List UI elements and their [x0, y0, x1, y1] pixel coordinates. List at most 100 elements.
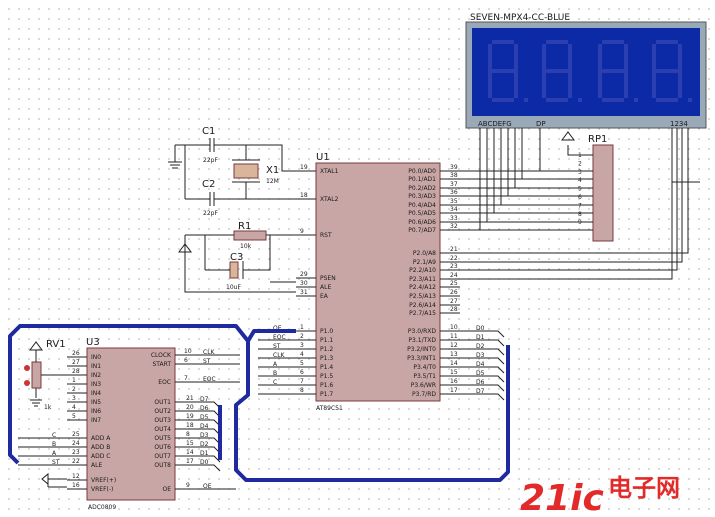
- u3-output-wire: [175, 428, 221, 436]
- u3-net-label: D3: [200, 432, 209, 439]
- rv1-potentiometer[interactable]: RV1 1k: [24, 339, 67, 411]
- segment: [652, 71, 656, 98]
- segment: [602, 40, 624, 44]
- u3-net-label: A: [52, 450, 57, 457]
- u1-pin-number: 11: [450, 333, 458, 340]
- u3-output-wire: [175, 446, 221, 454]
- u3-pin-number: 25: [72, 431, 80, 438]
- rp1-ref: RP1: [588, 134, 607, 145]
- u1-pin-name: P3.4/T0: [413, 364, 436, 371]
- u1-pin-name: P3.0/RXD: [408, 328, 436, 335]
- segment: [624, 44, 628, 71]
- u1-pin-name: P2.2/A10: [409, 267, 436, 274]
- digit-1: [488, 40, 528, 102]
- u3-pin-name: OUT1: [154, 399, 171, 406]
- seven-segment-display[interactable]: SEVEN-MPX4-CC-BLUE ABCDEFG DP 1234: [465, 13, 707, 129]
- u1-pin-number: 8: [300, 387, 304, 394]
- u1-pin-number: 7: [300, 378, 304, 385]
- u1-pin-name: P0.4/AD4: [408, 202, 436, 209]
- watermark-brand: 21ic: [520, 478, 604, 517]
- digit-2: [542, 40, 582, 102]
- u1-pin-name: P1.7: [320, 391, 333, 398]
- u1-pin-number: 5: [300, 360, 304, 367]
- u1-pin-number: 4: [300, 351, 304, 358]
- rp1-pin-number: 6: [578, 194, 582, 201]
- u3-pin-number: 26: [72, 350, 80, 357]
- decimal-point: [688, 98, 692, 102]
- u3-output-wire: [175, 437, 221, 445]
- decimal-point: [578, 98, 582, 102]
- rv1-value: 1k: [44, 404, 52, 411]
- u3-net-label: D0: [200, 459, 209, 466]
- u3-net-label: OE: [203, 483, 212, 490]
- u3-pin-number: 21: [186, 395, 194, 402]
- p3-net-label: D5: [476, 370, 485, 377]
- segment: [678, 44, 682, 71]
- u1-microcontroller[interactable]: U1 AT89C51 19XTAL118XTAL29RST29PSEN30ALE…: [258, 152, 505, 412]
- segment: [492, 98, 514, 102]
- p1-net-label: EOC: [273, 334, 286, 341]
- u1-pin-number: 1: [300, 324, 304, 331]
- u3-pin-number: 3: [72, 395, 76, 402]
- u1-pin-number: 29: [300, 271, 308, 278]
- u1-pin-name: P1.2: [320, 346, 333, 353]
- u1-pin-number: 12: [450, 342, 458, 349]
- u3-net-label: B: [52, 441, 56, 448]
- u1-pin-name: P0.3/AD3: [408, 193, 436, 200]
- u3-pin-number: 24: [72, 440, 80, 447]
- u1-pin-name: P3.5/T1: [413, 373, 436, 380]
- c1-ref: C1: [202, 126, 215, 137]
- u3-pin-number: 20: [186, 404, 194, 411]
- u1-pin-number: 15: [450, 369, 458, 376]
- rp1-pin-number: 7: [578, 202, 582, 209]
- reset-circuit[interactable]: R1 10k C3 10uF: [178, 221, 296, 293]
- digit-3: [598, 40, 638, 102]
- display-dp-pin: DP: [536, 120, 546, 128]
- segment: [652, 44, 656, 71]
- u3-adc[interactable]: U3 ADC0809 26IN027IN128IN21IN32IN43IN54I…: [18, 337, 240, 511]
- u3-pin-name: ALE: [91, 462, 102, 469]
- u3-pin-name: ADD B: [91, 444, 110, 451]
- c3-ref: C3: [230, 252, 243, 263]
- u1-pin-name: P1.6: [320, 382, 333, 389]
- u3-pin-name: IN1: [91, 363, 101, 370]
- p3-net-label: D4: [476, 361, 485, 368]
- decimal-point: [524, 98, 528, 102]
- u1-pin-number: 16: [450, 378, 458, 385]
- u1-pin-name: P0.7/AD7: [408, 227, 436, 234]
- segment: [514, 71, 518, 98]
- u1-pin-number: 2: [300, 333, 304, 340]
- u1-pin-name: RST: [320, 232, 332, 239]
- u1-pin-name: P0.1/AD1: [408, 176, 436, 183]
- segment: [598, 44, 602, 71]
- oscillator-circuit[interactable]: C1 22pF C2 22pF X1 12M: [168, 126, 296, 217]
- u1-pin-number: 37: [450, 181, 458, 188]
- u3-pin-number: 18: [186, 422, 194, 429]
- u3-net-label: D1: [200, 450, 209, 457]
- segment: [546, 98, 568, 102]
- u1-pin-name: P3.1/TXD: [408, 337, 436, 344]
- segment: [546, 40, 568, 44]
- p1-net-label: CLK: [273, 352, 286, 359]
- u3-pin-number: 9: [186, 482, 190, 489]
- u3-pin-name: IN7: [91, 417, 101, 424]
- segment: [656, 40, 678, 44]
- u1-pin-name: P3.6/WR: [411, 382, 436, 389]
- u3-pin-name: ADD C: [91, 453, 110, 460]
- u3-pin-name: IN4: [91, 390, 101, 397]
- u1-pin-number: 38: [450, 172, 458, 179]
- u3-pin-number: 6: [184, 357, 188, 364]
- rp1-pin-number: 5: [578, 186, 582, 193]
- u3-pin-name: VREF(-): [91, 486, 113, 493]
- u3-pin-name: CLOCK: [151, 352, 172, 359]
- u3-output-wire: [175, 419, 221, 427]
- segment: [492, 40, 514, 44]
- u1-pin-name: P1.1: [320, 337, 333, 344]
- display-segment-pins: ABCDEFG: [478, 120, 512, 128]
- vref-ground-wires: [47, 478, 67, 488]
- u3-pin-number: 28: [72, 368, 80, 375]
- u3-net-label: C: [52, 432, 56, 439]
- u3-pin-name: OUT5: [154, 435, 171, 442]
- u1-pin-number: 26: [450, 289, 458, 296]
